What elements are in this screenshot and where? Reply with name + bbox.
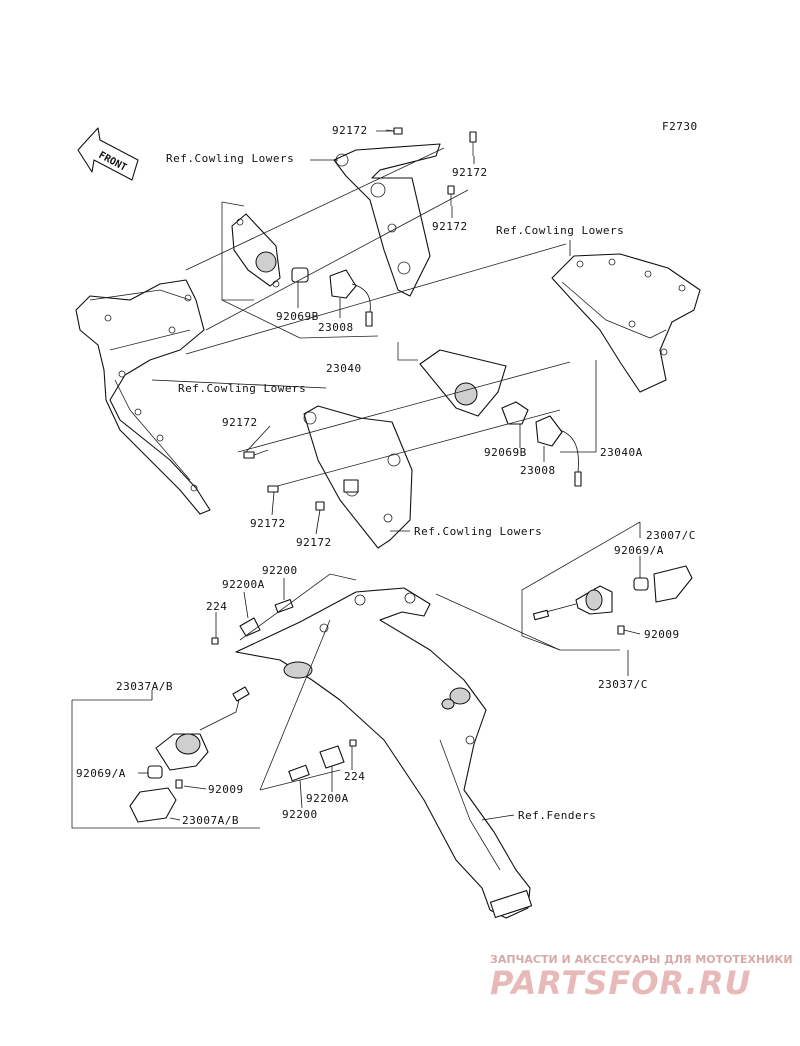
- label-ref-cowling-right: Ref.Cowling Lowers: [496, 224, 624, 237]
- watermark-logo: ЗАПЧАСТИ И АКСЕССУАРЫ ДЛЯ МОТОТЕХНИКИ PA…: [490, 953, 793, 1002]
- bolt-icons: [243, 127, 477, 511]
- label-assy-upper: 23040: [326, 362, 362, 375]
- label-rear-bulb-right: 92069/A: [614, 544, 664, 557]
- label-bolt-right-top: 92172: [452, 166, 488, 179]
- label-screw-upper: 224: [206, 600, 227, 613]
- label-ref-fenders: Ref.Fenders: [518, 809, 596, 822]
- front-signal-upper-part: [221, 201, 373, 327]
- label-rear-screw-right: 92009: [644, 628, 680, 641]
- front-cowling-right-part: [551, 253, 701, 393]
- label-assy-lower: 23040A: [600, 446, 643, 459]
- label-bolt-left: 92172: [222, 416, 258, 429]
- label-socket-lower: 23008: [520, 464, 556, 477]
- assembly-lines-rear: [239, 573, 561, 791]
- label-ref-cowling-left: Ref.Cowling Lowers: [178, 382, 306, 395]
- assembly-lines-upper: [185, 147, 469, 339]
- label-bracket-upper: 92200A: [222, 578, 265, 591]
- label-rear-lens-right: 23007/C: [646, 529, 696, 542]
- label-bolt-bottom-a: 92172: [250, 517, 286, 530]
- front-arrow-icon: FRONT: [77, 127, 139, 181]
- assembly-lines-lower: [185, 243, 571, 489]
- front-signal-lower-part: [397, 342, 582, 487]
- label-rear-lens-left: 23007A/B: [182, 814, 239, 827]
- leader-lines: [138, 130, 641, 821]
- label-socket-upper: 23008: [318, 321, 354, 334]
- label-bulb-lower: 92069B: [484, 446, 527, 459]
- label-bracket-lower: 92200A: [306, 792, 349, 805]
- label-ref-cowling-top: Ref.Cowling Lowers: [166, 152, 294, 165]
- rear-fender-part: [235, 587, 533, 919]
- rear-plates-lower-part: [288, 739, 357, 782]
- label-ref-cowling-bottom: Ref.Cowling Lowers: [414, 525, 542, 538]
- front-bracket-lower-part: [303, 405, 413, 549]
- label-bolt-top: 92172: [332, 124, 368, 137]
- rear-signal-right-part: [521, 521, 693, 651]
- figure-code: F2730: [662, 120, 698, 133]
- label-bolt-right-mid: 92172: [432, 220, 468, 233]
- front-bracket-upper-part: [333, 143, 441, 297]
- front-cowling-left-part: [75, 279, 211, 515]
- label-rear-assy-left: 23037A/B: [116, 680, 173, 693]
- label-bolt-bottom-b: 92172: [296, 536, 332, 549]
- label-rear-assy-right: 23037/C: [598, 678, 648, 691]
- watermark-line2: PARTSFOR.RU: [490, 964, 751, 1002]
- rear-plates-upper-part: [211, 598, 294, 645]
- watermark-line1: ЗАПЧАСТИ И АКСЕССУАРЫ ДЛЯ МОТОТЕХНИКИ: [490, 953, 793, 966]
- label-plate-upper: 92200: [262, 564, 298, 577]
- label-screw-lower: 224: [344, 770, 365, 783]
- rear-signal-left-part: [71, 686, 260, 829]
- label-rear-screw-left: 92009: [208, 783, 244, 796]
- label-plate-lower: 92200: [282, 808, 318, 821]
- part-labels: 92172 Ref.Cowling Lowers 92172 92172 Ref…: [76, 124, 696, 827]
- label-bulb-upper: 92069B: [276, 310, 319, 323]
- label-rear-bulb-left: 92069/A: [76, 767, 126, 780]
